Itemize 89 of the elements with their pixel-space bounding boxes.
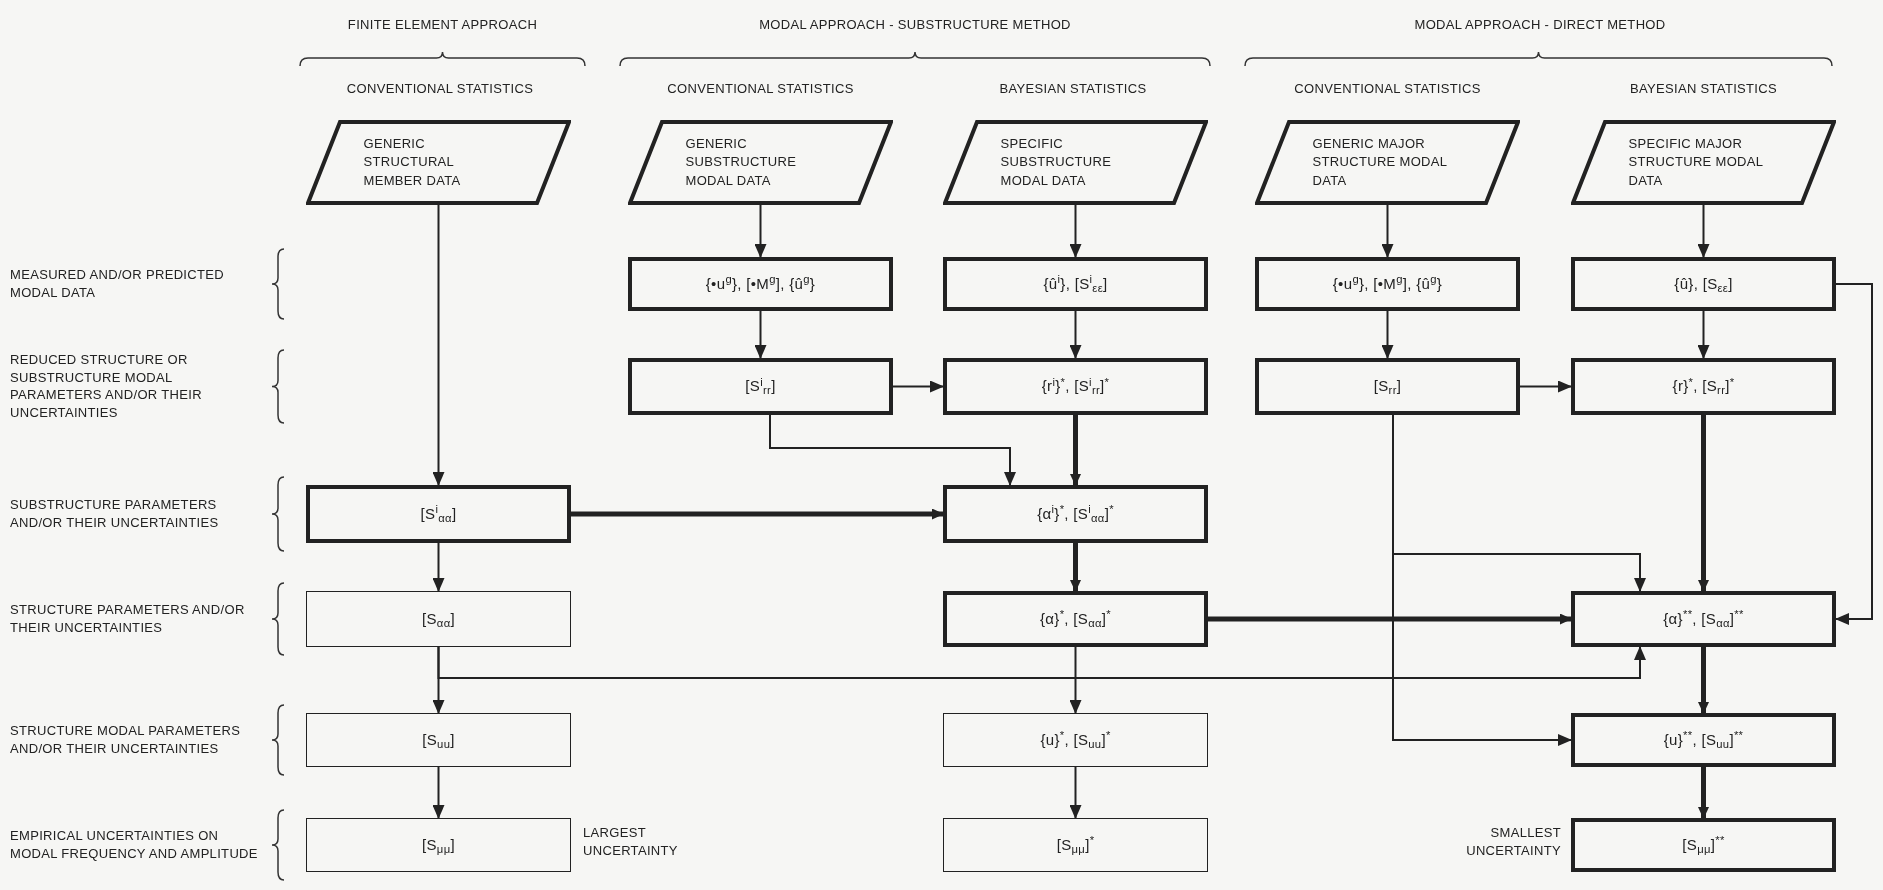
arrow	[437, 646, 1646, 679]
matrix-expression: {u}$^{*}$, [S$_{uu}$]$^{*}$	[1040, 728, 1111, 752]
side-note: LARGEST UNCERTAINTY	[583, 824, 679, 861]
arrow	[1698, 647, 1709, 714]
arrow	[432, 542, 445, 592]
process-box	[1571, 358, 1836, 415]
data-source-text: GENERIC STRUCTURAL MEMBER DATA	[363, 135, 462, 190]
data-parallelogram	[628, 120, 893, 205]
arrow	[769, 414, 1016, 486]
arrow	[1697, 310, 1710, 359]
row-label: STRUCTURE PARAMETERS AND/OR THEIR UNCERTAINTIES	[10, 601, 246, 637]
arrow	[1835, 283, 1873, 625]
matrix-expression: [S$_{μμ}$]$^{*}$	[1056, 833, 1095, 857]
arrow	[754, 310, 767, 359]
process-box	[306, 485, 571, 543]
process-box	[1571, 713, 1836, 767]
matrix-expression: {u}$^{**}$, [S$_{uu}$]$^{**}$	[1663, 728, 1744, 752]
process-box	[306, 818, 571, 872]
matrix-expression: [S$_{uu}$]	[422, 729, 455, 752]
arrow	[1381, 204, 1394, 258]
matrix-expression: {•u$^{g}$}, [•M$^{g}$], {û$^{g}$}	[705, 272, 816, 294]
matrix-expression: [S$_{μμ}$]$^{**}$	[1682, 833, 1725, 857]
matrix-expression: [S$_{rr}$]	[1373, 376, 1402, 398]
column-subheading: CONVENTIONAL STATISTICS	[666, 80, 855, 98]
data-source-text: GENERIC MAJOR STRUCTURE MODAL DATA	[1312, 135, 1448, 190]
arrow	[754, 204, 767, 258]
matrix-expression: [S$^{i}$$_{rr}$]	[745, 375, 776, 398]
data-source-text: SPECIFIC MAJOR STRUCTURE MODAL DATA	[1628, 135, 1764, 190]
data-parallelogram	[1571, 120, 1836, 205]
row-label: EMPIRICAL UNCERTAINTIES ON MODAL FREQUENCY AND AMPLITUDE	[10, 827, 259, 863]
matrix-expression: {α$^{i}$}$^{*}$, [S$^{i}$$_{αα}$]$^{*}$	[1037, 502, 1114, 526]
matrix-expression: {r}$^{*}$, [S$_{rr}$]$^{*}$	[1672, 375, 1735, 398]
column-heading: FINITE ELEMENT APPROACH	[346, 16, 539, 34]
data-source-text: SPECIFIC SUBSTRUCTURE MODAL DATA	[1000, 135, 1113, 190]
process-box	[1571, 591, 1836, 647]
matrix-expression: {û}, [S$_{εε}$]	[1674, 273, 1733, 296]
arrow	[432, 204, 445, 486]
column-subheading: CONVENTIONAL STATISTICS	[1293, 80, 1482, 98]
matrix-expression: [S$_{μμ}$]	[422, 834, 455, 857]
arrow	[1070, 543, 1081, 592]
arrow	[1069, 204, 1082, 258]
process-box	[1255, 358, 1520, 415]
process-box	[1255, 257, 1520, 311]
arrow	[892, 380, 944, 393]
process-box	[943, 257, 1208, 311]
matrix-expression: {r$^{i}$}$^{*}$, [S$^{i}$$_{rr}$]$^{*}$	[1041, 375, 1110, 398]
process-box	[943, 358, 1208, 415]
matrix-expression: {α}$^{**}$, [S$_{αα}$]$^{**}$	[1663, 607, 1744, 631]
side-note: SMALLEST UNCERTAINTY	[1465, 824, 1561, 861]
matrix-expression: [S$^{i}$$_{αα}$]	[420, 502, 457, 526]
arrow	[1069, 310, 1082, 359]
column-subheading: CONVENTIONAL STATISTICS	[345, 80, 535, 98]
arrow	[1070, 415, 1081, 486]
matrix-expression: {α}$^{*}$, [S$_{αα}$]$^{*}$	[1039, 607, 1112, 631]
process-box	[628, 257, 893, 311]
row-label: REDUCED STRUCTURE OR SUBSTRUCTURE MODAL PARAMETERS AND/OR THEIR UNCERTAINTIES	[10, 350, 203, 422]
process-box	[1571, 257, 1836, 311]
arrow	[1697, 204, 1710, 258]
data-parallelogram	[1255, 120, 1520, 205]
arrow	[1069, 646, 1082, 714]
column-subheading: BAYESIAN STATISTICS	[1628, 80, 1778, 98]
column-subheading: BAYESIAN STATISTICS	[998, 80, 1148, 98]
arrow	[1698, 767, 1709, 819]
arrow	[432, 766, 445, 819]
process-box	[306, 591, 571, 647]
matrix-expression: {•u$^{g}$}, [•M$^{g}$], {û$^{g}$}	[1332, 272, 1443, 294]
process-box	[628, 358, 893, 415]
process-box	[943, 591, 1208, 647]
matrix-expression: {û$^{i}$}, [S$^{i}$$_{εε}$]	[1043, 272, 1108, 296]
arrow	[1381, 310, 1394, 359]
process-box	[943, 713, 1208, 767]
row-label: STRUCTURE MODAL PARAMETERS AND/OR THEIR UNCERTAINTIES	[10, 722, 242, 758]
data-parallelogram	[943, 120, 1208, 205]
data-source-text: GENERIC SUBSTRUCTURE MODAL DATA	[685, 135, 798, 190]
arrow	[1208, 613, 1572, 625]
arrow	[1519, 380, 1572, 393]
row-label: SUBSTRUCTURE PARAMETERS AND/OR THEIR UNCERTAINTIES	[10, 496, 220, 532]
process-box	[943, 818, 1208, 872]
process-box	[306, 713, 571, 767]
arrow	[1698, 415, 1709, 592]
data-parallelogram	[306, 120, 571, 205]
arrow	[1069, 766, 1082, 819]
matrix-expression: [S$_{αα}$]	[422, 608, 455, 631]
row-label: MEASURED AND/OR PREDICTED MODAL DATA	[10, 266, 225, 302]
column-heading: MODAL APPROACH - DIRECT METHOD	[1413, 16, 1667, 34]
column-heading: MODAL APPROACH - SUBSTRUCTURE METHOD	[758, 16, 1072, 34]
process-box	[1571, 818, 1836, 872]
arrow	[571, 508, 944, 520]
process-box	[943, 485, 1208, 543]
